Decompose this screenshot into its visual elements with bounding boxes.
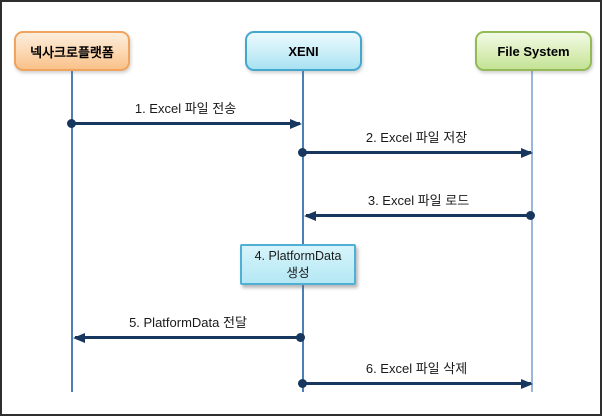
message-1-label: 1. Excel 파일 전송: [134, 101, 237, 116]
lifeline-xeni: [302, 71, 304, 392]
message-3-excel-load: 3. Excel 파일 로드: [304, 193, 535, 221]
message-6-line: [302, 382, 531, 385]
actor-label-filesystem: File System: [497, 43, 570, 59]
message-3-source-dot: [526, 211, 535, 220]
actor-label-nexacro: 넥사크로플랫폼: [30, 44, 114, 60]
message-2-source-dot: [298, 148, 307, 157]
message-6-source-dot: [298, 379, 307, 388]
message-2-label: 2. Excel 파일 저장: [365, 130, 468, 145]
message-6-label: 6. Excel 파일 삭제: [365, 361, 468, 376]
lifeline-filesystem: [531, 71, 533, 392]
actor-box-xeni: XENI: [245, 31, 362, 71]
message-3-line: [306, 214, 531, 217]
lifeline-nexacro: [71, 71, 73, 392]
action-box-platformdata-create: 4. PlatformData 생성: [240, 244, 356, 285]
message-5-label: 5. PlatformData 전달: [129, 315, 247, 330]
message-3-arrowhead-icon: [304, 211, 316, 221]
message-2-excel-save: 2. Excel 파일 저장: [298, 130, 533, 158]
message-1-excel-transfer: 1. Excel 파일 전송: [67, 101, 302, 129]
message-5-line: [75, 336, 301, 339]
message-6-arrowhead-icon: [521, 379, 533, 389]
message-2-line: [302, 151, 531, 154]
action-box-label-line1: 4. PlatformData: [254, 248, 342, 263]
message-2-arrowhead-icon: [521, 148, 533, 158]
message-3-label: 3. Excel 파일 로드: [367, 193, 470, 208]
message-5-arrowhead-icon: [73, 333, 85, 343]
message-6-excel-delete: 6. Excel 파일 삭제: [298, 361, 533, 389]
actor-label-xeni: XENI: [288, 43, 319, 59]
message-5-source-dot: [296, 333, 305, 342]
action-box-label-line2: 생성: [286, 265, 310, 280]
message-5-platformdata-deliver: 5. PlatformData 전달: [73, 315, 305, 343]
message-1-line: [71, 122, 300, 125]
message-1-arrowhead-icon: [290, 119, 302, 129]
actor-box-nexacro: 넥사크로플랫폼: [14, 31, 130, 71]
message-1-source-dot: [67, 119, 76, 128]
actor-box-filesystem: File System: [475, 31, 592, 71]
